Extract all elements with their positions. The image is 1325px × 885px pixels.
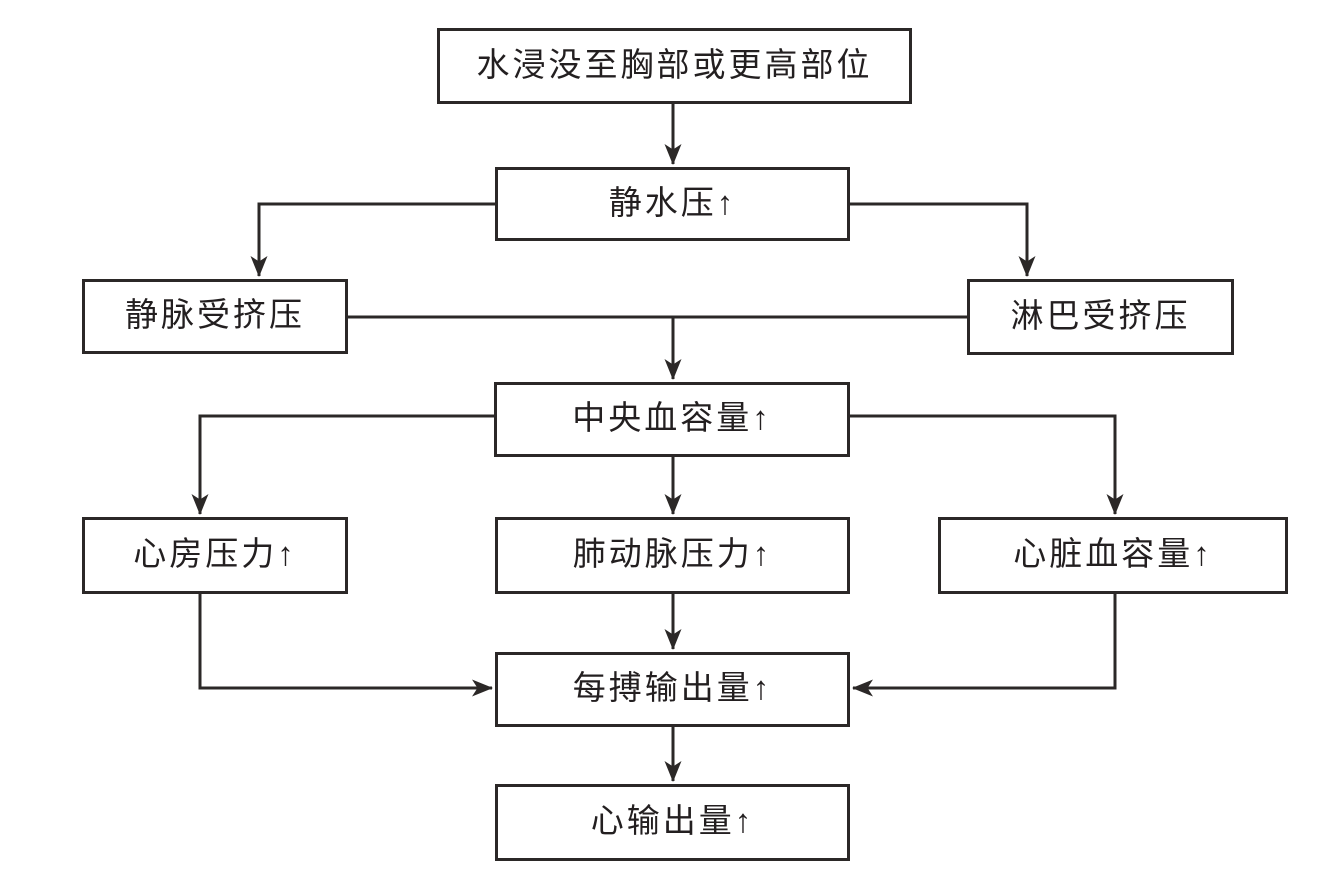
edge-hydrostatic-to-lymph [850,202,1036,277]
edge-atrial-to-stroke [198,594,493,697]
node-output: 心输出量↑ [495,784,850,861]
node-central: 中央血容量↑ [494,382,850,457]
node-stroke: 每搏输出量↑ [495,652,850,727]
node-lymph: 淋巴受挤压 [967,279,1234,355]
edge-central-to-heartvol [850,414,1124,515]
edge-heartvol-to-stroke [852,594,1117,697]
node-heartvol: 心脏血容量↑ [938,517,1288,594]
node-vein: 静脉受挤压 [82,279,348,354]
node-pulmonary: 肺动脉压力↑ [495,517,850,594]
node-hydrostatic: 静水压↑ [495,167,850,241]
node-atrial: 心房压力↑ [82,517,348,594]
edge-central-to-atrial [191,414,494,515]
node-immersion: 水浸没至胸部或更高部位 [437,28,912,104]
edge-hydrostatic-to-vein [250,202,495,277]
